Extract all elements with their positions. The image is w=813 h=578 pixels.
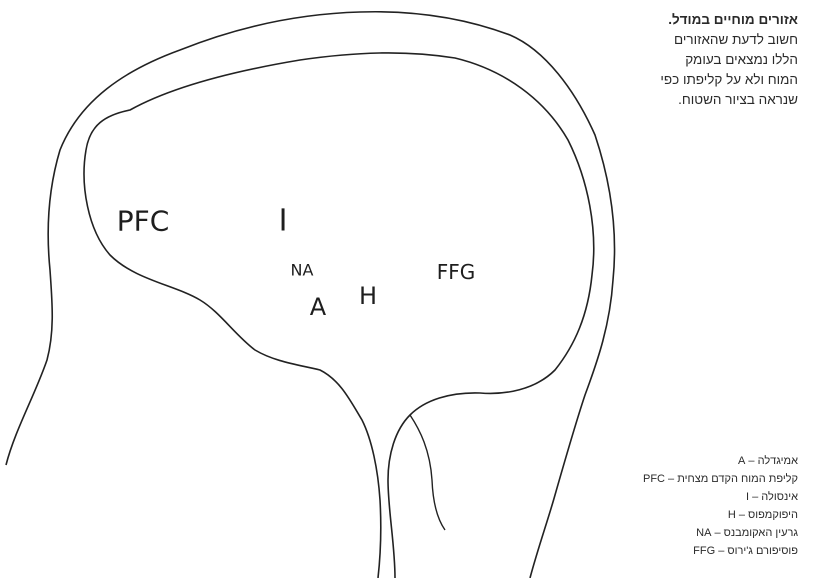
legend-name: פוסיפורם ג'ירוס	[727, 545, 798, 557]
legend-name: היפוקמפוס	[748, 509, 798, 521]
legend-name: אמיגדלה	[758, 455, 798, 467]
brainstem-outline	[410, 415, 445, 530]
caption-line: שנראה בציור השטוח.	[568, 90, 798, 110]
legend-name: קליפת המוח הקדם מצחית	[677, 473, 798, 485]
legend-abbr: I	[746, 491, 749, 503]
legend-item: אינסולה – I	[538, 488, 798, 506]
caption-line: חשוב לדעת שהאזורים	[568, 30, 798, 50]
caption-line: המוח ולא על קליפתו כפי	[568, 70, 798, 90]
legend-item: קליפת המוח הקדם מצחית – PFC	[538, 470, 798, 488]
region-label-fusiform-gyrus: FFG	[437, 260, 476, 284]
region-label-amygdala: A	[310, 293, 326, 321]
legend-item: היפוקמפוס – H	[538, 506, 798, 524]
figure-caption: אזורים מוחיים במודל. חשוב לדעת שהאזורים …	[568, 10, 798, 110]
region-label-insula: I	[279, 204, 288, 239]
legend-abbr: FFG	[693, 545, 715, 557]
caption-title: אזורים מוחיים במודל.	[568, 10, 798, 30]
region-label-nucleus-accumbens: NA	[291, 261, 314, 280]
legend-name: אינסולה	[761, 491, 798, 503]
legend-name: גרעין האקומבנס	[724, 527, 798, 539]
brain-outline	[86, 53, 594, 578]
legend-item: אמיגדלה – A	[538, 452, 798, 470]
legend-abbr: H	[728, 509, 736, 521]
legend-abbr: NA	[696, 527, 711, 539]
caption-line: הללו נמצאים בעומק	[568, 50, 798, 70]
legend-abbr: A	[738, 455, 745, 467]
legend-abbr: PFC	[643, 473, 665, 485]
legend-item: גרעין האקומבנס – NA	[538, 524, 798, 542]
region-legend: אמיגדלה – A קליפת המוח הקדם מצחית – PFC …	[538, 452, 798, 560]
region-label-hippocampus: H	[359, 282, 377, 310]
region-label-pfc: PFC	[117, 205, 170, 238]
legend-item: פוסיפורם ג'ירוס – FFG	[538, 542, 798, 560]
